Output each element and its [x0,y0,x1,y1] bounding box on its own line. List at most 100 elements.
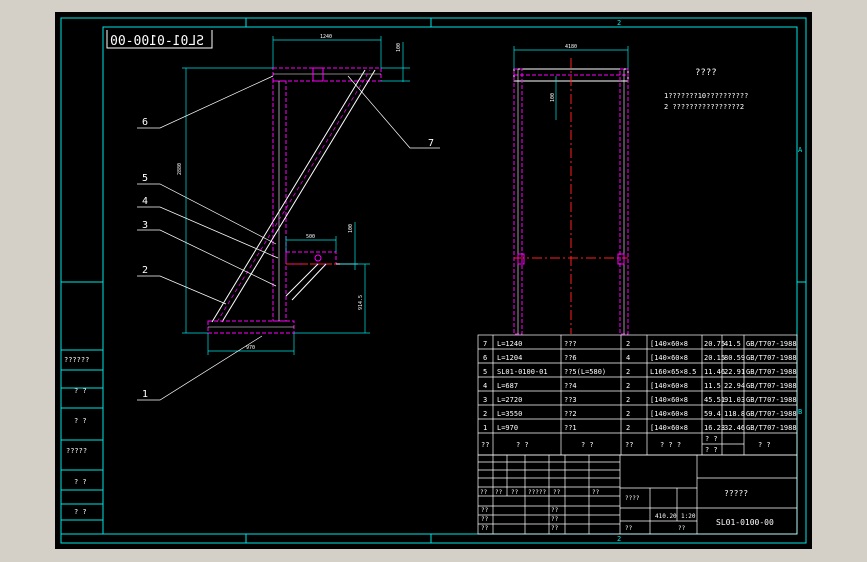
title-block-text: ?? ?? ?? ????? ?? ?? ?? ?? ?? ?? ?? ?? ?… [480,489,696,532]
bom-cell-spec: [140×60×8 [650,424,688,432]
svg-text:?????: ????? [528,489,546,496]
note-1: 1???????10?????????? [664,92,748,100]
bom-cell-spec: [140×60×8 [650,354,688,362]
svg-text:2880: 2880 [177,163,183,175]
zone-letter: 2 [617,535,621,543]
bom-cell-code: L=970 [497,424,518,432]
svg-text:??: ?? [495,489,503,496]
bom-cell-qty: 4 [626,354,630,362]
bom-cell-spec: [140×60×8 [650,396,688,404]
bom-cell-no: 3 [483,396,487,404]
svg-text:??: ?? [480,489,488,496]
panel-label: ? ? [74,417,87,425]
bom-cell-name: ??4 [564,382,577,390]
bom-cell-spec: L160×65×8.5 [650,368,696,376]
bom-cell-code: L=3550 [497,410,522,418]
svg-text:1:20: 1:20 [681,513,696,520]
svg-text:??: ?? [481,525,489,532]
svg-text:????: ???? [625,495,640,502]
bom-cell-code: SL01-0100-01 [497,368,548,376]
bom-cell-std: GB/T707-1988 [746,340,797,348]
svg-text:100: 100 [550,93,556,102]
code-stamp: SL01-0100-00 [106,30,213,49]
front-dim-text: 4180 100 [550,44,577,102]
bom-cell-w1: 11.46 [704,368,725,376]
bom-cell-code: L=2720 [497,396,522,404]
notes-title: ???? [695,68,717,78]
svg-text:100: 100 [348,224,354,233]
svg-text:??: ?? [551,525,559,532]
callout-5: 5 [142,173,148,184]
svg-text:??: ?? [511,489,519,496]
panel-label: ? ? [74,387,87,395]
bom-cell-w2: 32.46 [724,424,745,432]
bom-cell-name: ??6 [564,354,577,362]
left-revision-panel: ?????? ? ? ? ? ????? ? ? ? ? [60,281,104,535]
bom-cell-std: GB/T707-1988 [746,410,797,418]
callout-numbers: 6 5 4 3 2 1 7 [142,117,434,400]
bom-cell-spec: [140×60×8 [650,410,688,418]
inner-border [102,26,798,535]
callout-2: 2 [142,265,148,276]
panel-label: ????? [66,447,87,455]
svg-text:410.20: 410.20 [655,513,677,520]
side-dim-text: 1240 100 2880 500 100 914.5 970 [177,34,402,351]
callout-1: 1 [142,389,148,400]
bom-cell-qty: 2 [626,382,630,390]
bom-cell-std: GB/T707-1988 [746,368,797,376]
drawing-number: SL01-0100-00 [716,518,774,527]
bom-cell-w2: 22.91 [724,368,745,376]
bom-cell-name: ??? [564,340,577,348]
svg-text:? ?: ? ? [705,446,718,454]
zone-letter: 2 [617,19,621,27]
bom-cell-w2: 118.8 [724,410,745,418]
bom-cell-qty: 2 [626,424,630,432]
svg-text:??: ?? [553,489,561,496]
bom-cell-qty: 2 [626,340,630,348]
panel-label: ? ? [74,478,87,486]
bom-cell-w1: 20.15 [704,354,725,362]
svg-text:100: 100 [396,43,402,52]
svg-text:??: ?? [481,507,489,514]
svg-text:? ?: ? ? [581,441,594,449]
svg-text:500: 500 [306,234,315,240]
bom-cell-w2: 22.94 [724,382,745,390]
bom-cell-std: GB/T707-1988 [746,424,797,432]
bom-cell-w2: 91.03 [724,396,745,404]
bom-cell-w1: 59.4 [704,410,721,418]
svg-text:??: ?? [551,507,559,514]
svg-text:914.5: 914.5 [358,295,364,310]
bom-cell-w1: 20.75 [704,340,725,348]
bom-cell-w1: 11.5 [704,382,721,390]
callout-6: 6 [142,117,148,128]
callout-leaders [137,75,440,401]
bom-cell-std: GB/T707-1988 [746,382,797,390]
drawing-title: ????? [724,489,748,498]
bom-cell-w2: 80.59 [724,354,745,362]
zone-letter: A [798,146,803,154]
bom-cell-spec: [140×60×8 [650,340,688,348]
svg-text:? ?: ? ? [758,441,771,449]
svg-text:? ? ?: ? ? ? [660,441,681,449]
note-2: 2 ????????????????2 [664,103,744,111]
svg-text:??: ?? [625,441,633,449]
bom-cell-no: 7 [483,340,487,348]
bom-cell-code: L=1240 [497,340,522,348]
bom-cell-no: 6 [483,354,487,362]
panel-label: ?????? [64,356,89,364]
svg-text:??: ?? [592,489,600,496]
callout-3: 3 [142,220,148,231]
bom-cell-qty: 2 [626,396,630,404]
svg-text:??: ?? [481,516,489,523]
bom-cell-std: GB/T707-1988 [746,354,797,362]
bom-header: ?? ? ? ? ? ?? ? ? ? ? ? ? ? ? ? [481,435,771,454]
bom-cell-code: L=1204 [497,354,522,362]
bom-cell-w1: 45.51 [704,396,725,404]
outer-border [60,17,807,544]
svg-text:? ?: ? ? [705,435,718,443]
bom-cell-qty: 2 [626,368,630,376]
bom-cell-spec: [140×60×8 [650,382,688,390]
bom-cell-w1: 16.23 [704,424,725,432]
svg-text:? ?: ? ? [516,441,529,449]
